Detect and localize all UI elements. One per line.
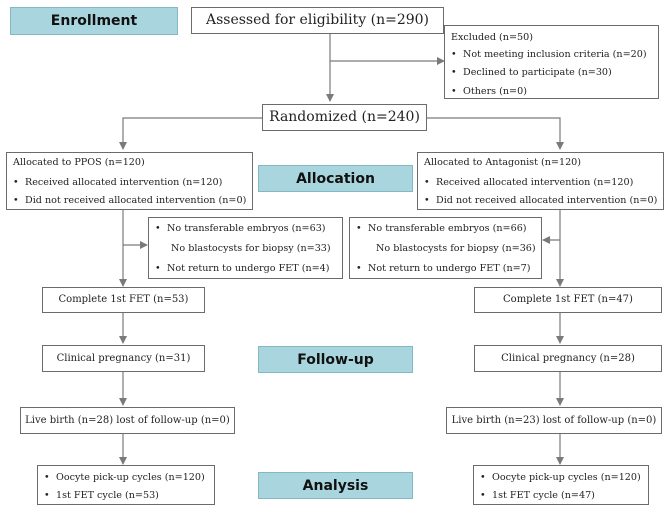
antagonist-pregnancy-label: Clinical pregnancy (n=28) <box>501 352 635 364</box>
stage-enrollment: Enrollment <box>10 7 178 35</box>
antagonist-birth-label: Live birth (n=23) lost of follow-up (n=0… <box>451 414 657 426</box>
ppos-birth-box: Live birth (n=28) lost of follow-up (n=0… <box>20 407 235 434</box>
excluded-title: Excluded (n=50) <box>451 32 533 43</box>
ppos-lost-item: •Not return to undergo FET (n=4) <box>155 263 330 274</box>
ppos-analysis-box: •Oocyte pick-up cycles (n=120) •1st FET … <box>37 465 215 505</box>
antagonist-allocated-label: Allocated to Antagonist (n=120) <box>424 157 582 168</box>
assessed-label: Assessed for eligibility (n=290) <box>205 12 430 29</box>
randomized-label: Randomized (n=240) <box>269 109 420 126</box>
excluded-item: •Declined to participate (n=30) <box>451 67 612 78</box>
ppos-fet-box: Complete 1st FET (n=53) <box>42 287 205 313</box>
ppos-allocation-box: Allocated to PPOS (n=120) •Received allo… <box>6 152 253 210</box>
excluded-box: Excluded (n=50) •Not meeting inclusion c… <box>444 25 659 99</box>
ppos-birth-label: Live birth (n=28) lost of follow-up (n=0… <box>25 414 230 426</box>
ppos-lost-box: •No transferable embryos (n=63) •Not ret… <box>148 217 343 279</box>
ppos-pregnancy-box: Clinical pregnancy (n=31) <box>42 345 205 372</box>
stage-analysis: Analysis <box>258 472 413 499</box>
antagonist-analysis-item: •Oocyte pick-up cycles (n=120) <box>480 472 641 483</box>
excluded-item: •Not meeting inclusion criteria (n=20) <box>451 49 647 60</box>
antagonist-allocation-item: •Received allocated intervention (n=120) <box>424 177 634 188</box>
antagonist-pregnancy-box: Clinical pregnancy (n=28) <box>474 345 662 372</box>
excluded-item: •Others (n=0) <box>451 86 527 97</box>
antagonist-lost-item: •No transferable embryos (n=66) <box>356 223 527 234</box>
randomized-box: Randomized (n=240) <box>262 104 427 131</box>
antagonist-analysis-box: •Oocyte pick-up cycles (n=120) •1st FET … <box>473 465 649 505</box>
stage-follow-up: Follow-up <box>258 346 413 373</box>
antagonist-allocation-item: •Did not received allocated intervention… <box>424 195 658 206</box>
antagonist-birth-box: Live birth (n=23) lost of follow-up (n=0… <box>446 407 662 434</box>
ppos-analysis-item: •1st FET cycle (n=53) <box>44 490 159 501</box>
assessed-box: Assessed for eligibility (n=290) <box>191 7 444 34</box>
antagonist-lost-box: •No transferable embryos (n=66) •Not ret… <box>349 217 542 279</box>
ppos-lost-item: •No transferable embryos (n=63) <box>155 223 326 234</box>
antagonist-allocation-box: Allocated to Antagonist (n=120) •Receive… <box>417 152 664 210</box>
ppos-allocation-item: •Did not received allocated intervention… <box>13 195 247 206</box>
antagonist-fet-box: Complete 1st FET (n=47) <box>474 287 662 313</box>
ppos-pregnancy-label: Clinical pregnancy (n=31) <box>56 352 191 364</box>
ppos-allocation-item: •Received allocated intervention (n=120) <box>13 177 223 188</box>
antagonist-lost-item: •Not return to undergo FET (n=7) <box>356 263 531 274</box>
ppos-fet-label: Complete 1st FET (n=53) <box>58 294 189 306</box>
antagonist-lost-sub: No blastocysts for biopsy (n=36) <box>376 243 536 254</box>
antagonist-fet-label: Complete 1st FET (n=47) <box>503 294 633 306</box>
ppos-analysis-item: •Oocyte pick-up cycles (n=120) <box>44 472 205 483</box>
ppos-allocated-label: Allocated to PPOS (n=120) <box>13 157 145 168</box>
stage-allocation: Allocation <box>258 165 413 192</box>
antagonist-analysis-item: •1st FET cycle (n=47) <box>480 490 595 501</box>
ppos-lost-sub: No blastocysts for biopsy (n=33) <box>171 243 331 254</box>
